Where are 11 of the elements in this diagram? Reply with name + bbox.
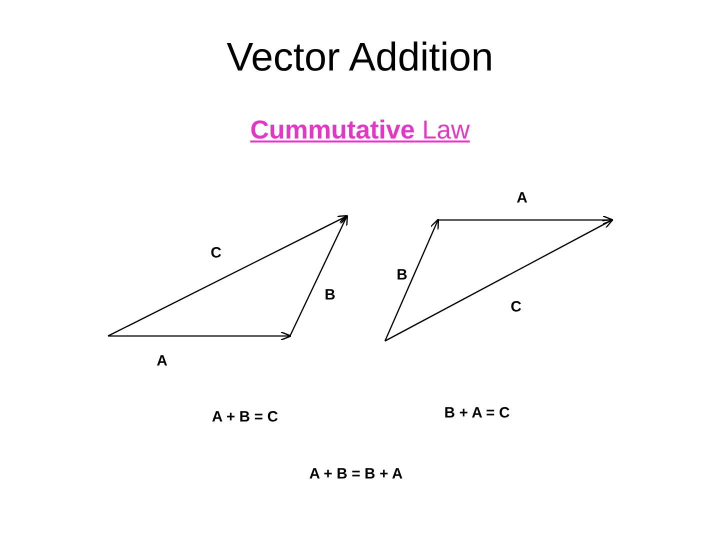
vector-label: A: [156, 352, 168, 370]
equation: A + B = C: [212, 408, 278, 426]
vector-label: C: [510, 298, 522, 316]
equation: B + A = C: [444, 404, 510, 422]
vector-label: C: [210, 244, 222, 262]
equation: A + B = B + A: [309, 466, 403, 482]
subtitle: Cummutative Law: [250, 114, 470, 146]
title: Vector Addition: [226, 36, 494, 80]
vector-label: B: [396, 266, 408, 284]
vector-label: B: [324, 286, 336, 304]
vector-label: A: [516, 190, 528, 206]
